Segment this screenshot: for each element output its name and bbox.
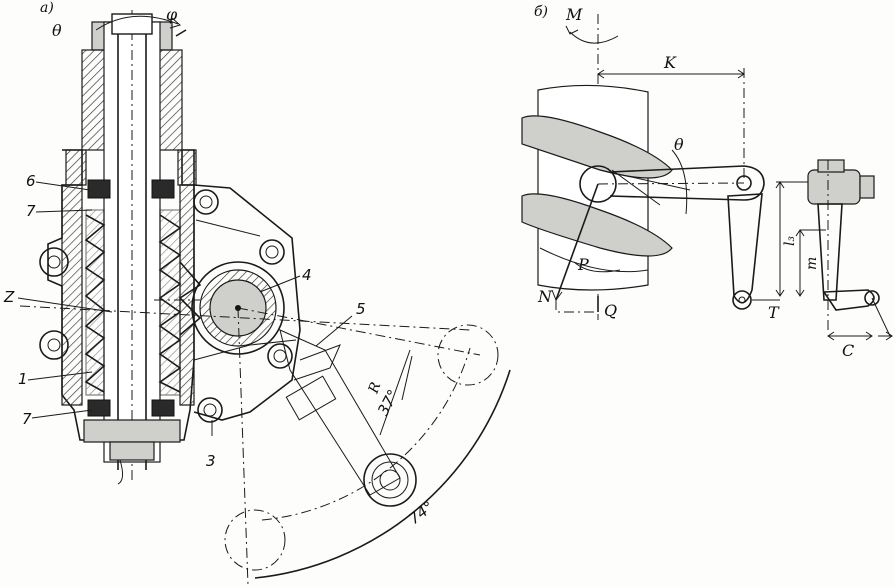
part-number-7-lower: 7 — [22, 410, 32, 428]
knuckle-arm — [807, 159, 891, 337]
part-number-1: 1 — [18, 370, 28, 388]
housing-bolts — [39, 189, 293, 423]
panel-b-label: б) — [534, 4, 548, 20]
rotation-label-theta: θ — [52, 21, 62, 40]
panel-a-label: а) — [40, 0, 54, 16]
rotation-label-phi: φ — [166, 5, 178, 24]
part-number-3: 3 — [206, 452, 216, 470]
dimension-k — [597, 68, 745, 180]
part-number-6: 6 — [26, 172, 36, 190]
pitman-swing-range — [224, 324, 511, 579]
force-label-t: T — [768, 303, 780, 322]
offset-label-c: C — [842, 341, 854, 360]
drop-arm — [727, 193, 763, 310]
sector-housing — [154, 184, 301, 421]
moment-arrow — [565, 25, 619, 44]
globoid-worm — [84, 209, 182, 396]
steering-column — [81, 10, 183, 480]
force-label-q: Q — [604, 301, 617, 320]
pitman-arm — [279, 329, 417, 507]
part-number-4: 4 — [302, 266, 312, 284]
panel-a: а) θ φ 6 7 Z 4 5 1 7 3 R 37° 74° — [3, 0, 511, 586]
part-number-7-upper: 7 — [26, 202, 36, 220]
axis-lines — [19, 305, 481, 586]
knuckle-dimensions — [775, 181, 893, 341]
lever-label-m: m — [804, 257, 820, 270]
roller-crank — [579, 149, 765, 215]
arm-label-k: K — [663, 53, 677, 72]
worm-body — [521, 84, 673, 291]
force-label-n: N — [537, 287, 553, 306]
part-leaders — [17, 181, 353, 436]
angle-label-theta: θ — [674, 135, 684, 154]
force-label-p: P — [577, 255, 589, 274]
part-number-5: 5 — [356, 300, 366, 318]
part-label-z: Z — [3, 288, 15, 306]
panel-b: б) M K θ N P Q T l₃ m C — [521, 4, 893, 360]
angle-74: 74° — [405, 497, 437, 528]
moment-label: M — [565, 5, 583, 24]
force-vectors — [551, 183, 780, 313]
input-rotation-arrow — [95, 15, 187, 37]
length-label-l3: l₃ — [782, 236, 798, 246]
